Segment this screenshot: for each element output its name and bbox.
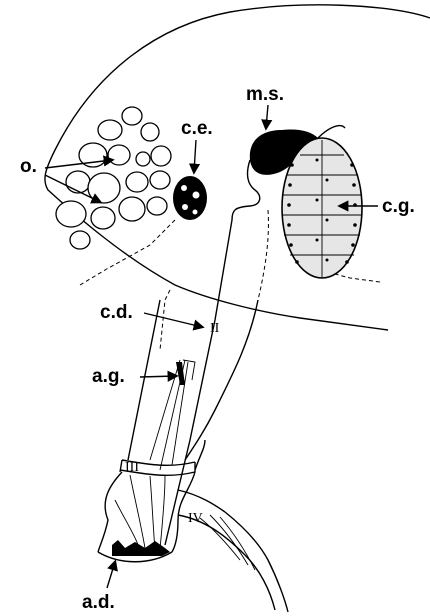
cement-duct-line: [165, 160, 260, 545]
segment-label-3: III: [125, 460, 139, 475]
label-cement-gland: c.g.: [382, 196, 415, 217]
label-adhesive-disc: a.d.: [82, 592, 115, 613]
label-accessory-gland: a.g.: [92, 366, 125, 387]
ovary-cluster: [56, 107, 171, 249]
segment-label-2: II: [210, 321, 220, 336]
cement-egg-body: [173, 176, 207, 220]
label-cement-duct: c.d.: [100, 302, 133, 323]
label-muscle-sac: m.s.: [246, 84, 284, 105]
accessory-gland-body: [176, 360, 195, 385]
label-ovary: o.: [20, 156, 37, 177]
label-cement-egg: c.e.: [181, 118, 213, 139]
segment-label-4: IV: [188, 511, 203, 526]
cement-gland-body: [282, 138, 362, 278]
